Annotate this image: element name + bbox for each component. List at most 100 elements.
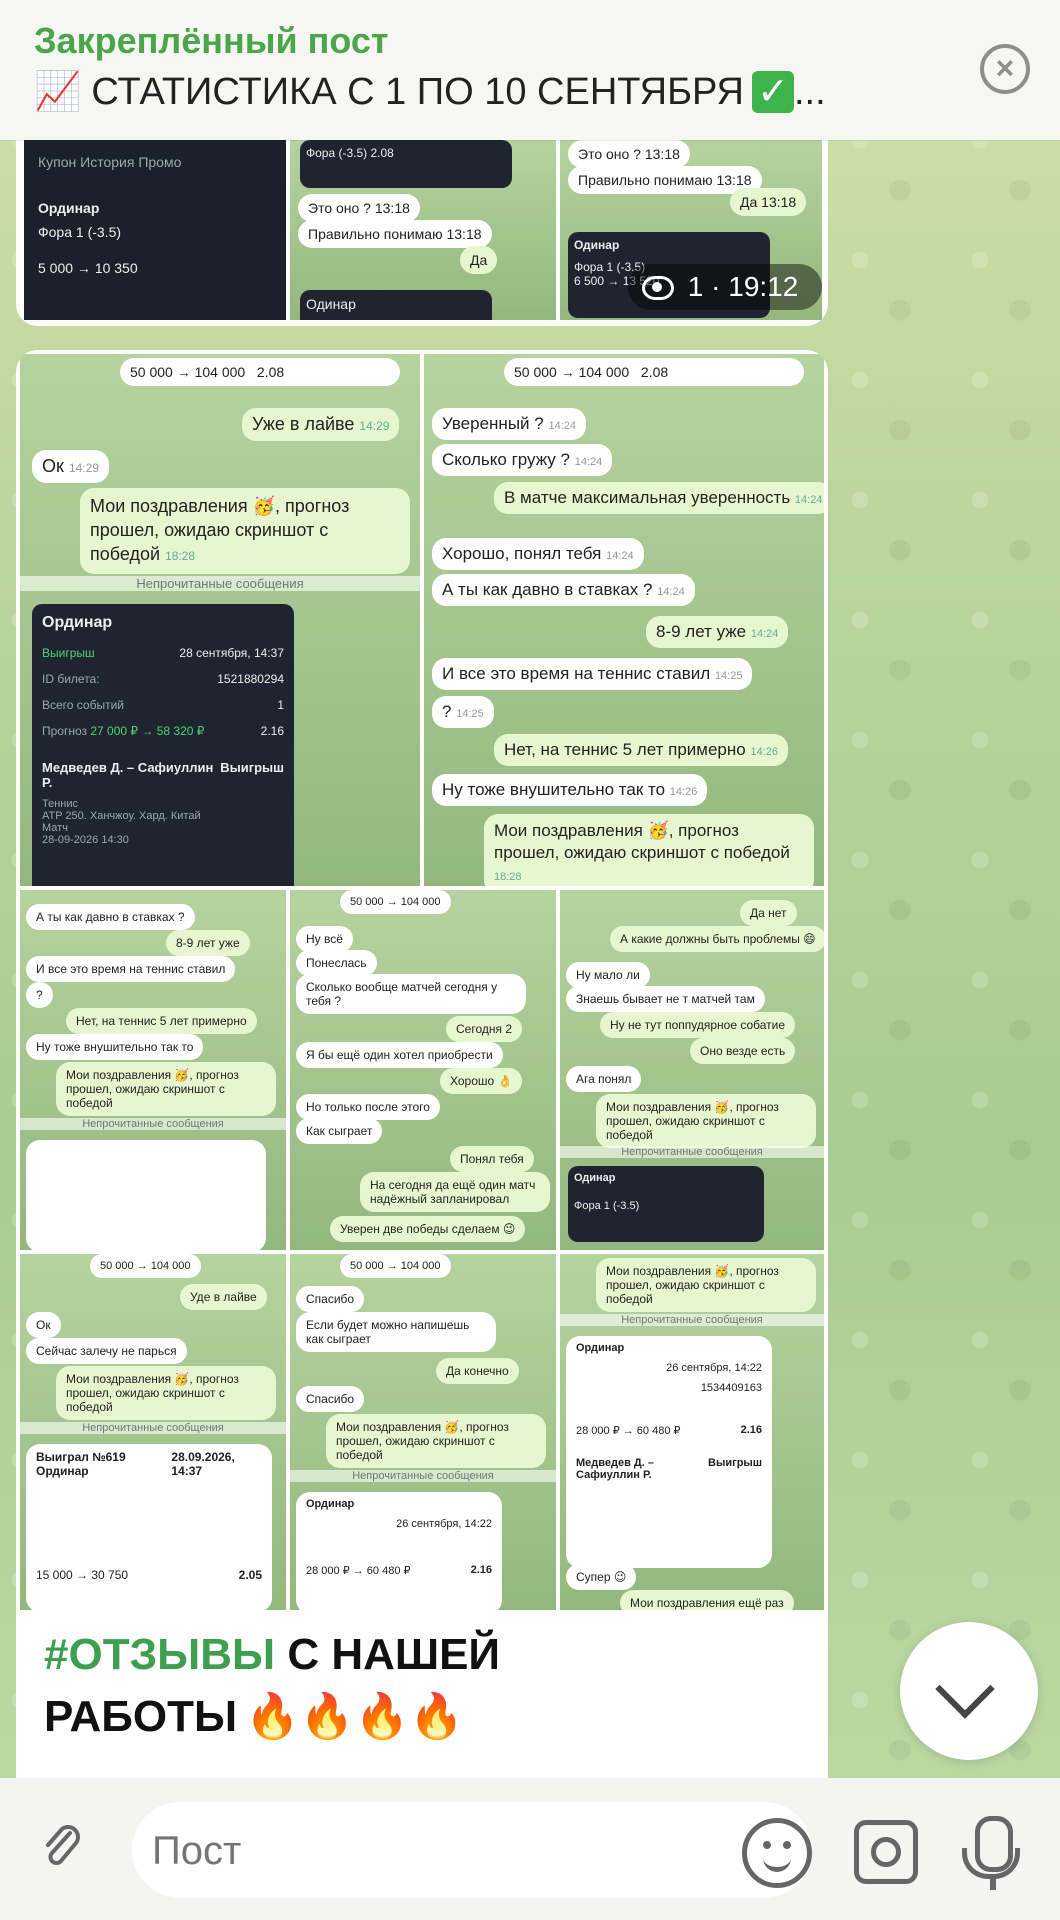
bet-date: 28 сентября, 14:37 (179, 646, 284, 660)
bet-line: Фора 1 (-3.5) (574, 260, 646, 274)
scroll-down-button[interactable] (900, 1622, 1038, 1760)
bet-card: Ординар Выигрыш 28 сентября, 14:37 ID би… (32, 604, 294, 886)
chat-bubble: Мои поздравления 🥳, прогноз прошел, ожид… (596, 1094, 816, 1148)
caption-text: РАБОТЫ (44, 1692, 238, 1741)
chat-bubble: Понеслась (296, 950, 377, 976)
chat-bubble: Спасибо (296, 1386, 365, 1412)
coupon-tabs: Купон История Промо (38, 154, 182, 170)
collage-photo[interactable]: 50 000 → 104 000 2.08 Уверенный ? 14:24 … (424, 354, 824, 886)
chat-bubble: Понял тебя (450, 1146, 534, 1172)
coefficient: 2.16 (260, 724, 284, 738)
pinned-text: 📈СТАТИСТИКА С 1 ПО 10 СЕНТЯБРЯ✓... (34, 70, 826, 114)
chat-bubble: Ну тоже внушительно так то (26, 1034, 204, 1060)
amount-card: 50 000 → 104 000 2.08 (504, 358, 804, 386)
bet-screenshot: Ординар 26 сентября, 14:22 28 000 ₽ → 60… (296, 1492, 502, 1610)
ticket-label: ID билета: (42, 672, 100, 686)
message-time: 19:12 (728, 271, 799, 302)
amount-card: 50 000 → 104 000 2.08 (120, 358, 400, 386)
unread-separator: Непрочитанные сообщения (20, 576, 420, 591)
collage-photo[interactable]: 50 000 → 104 000 Уде в лайве Ок Сейчас з… (20, 1254, 286, 1610)
chat-bubble: Мои поздравления 🥳, прогноз прошел, ожид… (596, 1258, 816, 1312)
bet-line: Фора 1 (-3.5) (38, 224, 122, 240)
chat-bubble: Да (460, 246, 498, 274)
camera-icon[interactable] (854, 1820, 918, 1884)
collage-photo[interactable]: А ты как давно в ставках ? 8-9 лет уже И… (20, 890, 286, 1250)
amount-line: 50 000 → 104 000 (340, 890, 451, 914)
chat-bubble: Ну мало ли (566, 962, 650, 988)
amount-line: 50 000 → 104 000 (340, 1254, 451, 1278)
collage-photo[interactable]: Мои поздравления 🥳, прогноз прошел, ожид… (560, 1254, 824, 1610)
chat-bubble: В матче максимальная уверенность 14:24 (494, 482, 824, 514)
unread-separator: Непрочитанные сообщения (560, 1314, 824, 1326)
eye-icon (642, 276, 674, 300)
caption-line-2: РАБОТЫ🔥🔥🔥🔥 (44, 1690, 464, 1742)
market-kind: Матч (42, 822, 68, 834)
chat-bubble: Я бы ещё один хотел приобрести (296, 1042, 503, 1068)
chat-bubble: Правильно понимаю 13:18 (298, 220, 492, 248)
hashtag-link[interactable]: #ОТЗЫВЫ (44, 1630, 276, 1679)
pinned-ellipsis: ... (794, 71, 826, 113)
chat-bubble: Супер 😉 (566, 1564, 637, 1590)
chat-bubble: Сколько вообще матчей сегодня у тебя ? (296, 974, 526, 1014)
chat-bubble: Это оно ? 13:18 (298, 194, 420, 222)
emoji-icon[interactable] (742, 1818, 812, 1888)
message-input-bar (0, 1778, 1060, 1920)
bet-amount: 6 500 → 13 520 (574, 274, 660, 288)
chat-bubble: И все это время на теннис ставил (26, 956, 236, 982)
sport: Теннис (42, 798, 79, 810)
collage-photo[interactable]: 50 000 → 104 000 2.08 Уже в лайве 14:29 … (20, 354, 420, 886)
chat-bubble: Ок 14:29 (32, 450, 109, 483)
collage-photo[interactable]: 50 000 → 104 000 Спасибо Если будет можн… (290, 1254, 556, 1610)
chat-bubble: Мои поздравления 🥳, прогноз прошел, ожид… (56, 1062, 276, 1116)
post-caption: #ОТЗЫВЫ С НАШЕЙ РАБОТЫ🔥🔥🔥🔥 (16, 1610, 828, 1780)
bet-screenshot (26, 1140, 266, 1250)
collage-photo[interactable]: Это оно ? 13:18 Правильно понимаю 13:18 … (560, 140, 822, 320)
match-datetime: 28-09-2026 14:30 (42, 834, 129, 846)
paperclip-icon[interactable] (38, 1823, 88, 1873)
bet-type: Одинар (300, 290, 492, 320)
collage-photo[interactable]: Купон История Промо Ординар Фора 1 (-3.5… (24, 140, 286, 320)
bet-amount: 5 000 → 10 350 (38, 260, 138, 276)
match-name: Медведев Д. – Сафиуллин Р. (42, 760, 214, 790)
chat-bubble: ? 14:25 (432, 696, 494, 728)
pinned-text-body: СТАТИСТИКА С 1 ПО 10 СЕНТЯБРЯ (91, 71, 744, 113)
microphone-base (990, 1874, 996, 1890)
chat-bubble: Уде в лайве (180, 1284, 267, 1310)
bet-screenshot: Ординар 26 сентября, 14:22 1534409163 28… (566, 1336, 772, 1568)
chat-bubble: Сколько гружу ? 14:24 (432, 444, 613, 476)
chat-bubble: Да 13:18 (730, 188, 807, 216)
unread-separator: Непрочитанные сообщения (20, 1422, 286, 1434)
chevron-down-icon (935, 1659, 995, 1719)
collage-photo[interactable]: Да нет А какие должны быть проблемы 😄 Ну… (560, 890, 824, 1250)
match-result: Выигрыш (220, 760, 284, 775)
views-badge: 1 · 19:12 (628, 264, 822, 310)
views-count: 1 (687, 271, 704, 302)
chat-bubble: А ты как давно в ставках ? 14:24 (432, 574, 695, 606)
pinned-message-bar[interactable]: Закреплённый пост 📈СТАТИСТИКА С 1 ПО 10 … (0, 0, 1060, 140)
post-input[interactable] (150, 1802, 674, 1900)
chat-bubble: Ага понял (566, 1066, 642, 1092)
album-message-main[interactable]: 50 000 → 104 000 2.08 Уже в лайве 14:29 … (16, 350, 828, 1780)
ticket-id: 1521880294 (217, 672, 284, 686)
collage-photo[interactable]: 50 000 → 104 000 Ну всё Понеслась Скольк… (290, 890, 556, 1250)
chat-bubble: Хорошо 👌 (440, 1068, 523, 1094)
odds: 2.08 (256, 364, 285, 380)
bet-line: Фора (-3.5) 2.08 (300, 140, 512, 188)
chat-bubble: Хорошо, понял тебя 14:24 (432, 538, 644, 570)
close-pinned-icon[interactable]: × (980, 44, 1030, 94)
chat-bubble: Да нет (740, 900, 797, 926)
chat-bubble: Ну тоже внушительно так то 14:26 (432, 774, 708, 806)
unread-separator: Непрочитанные сообщения (560, 1146, 824, 1158)
chat-bubble: Это оно ? 13:18 (568, 140, 690, 168)
album-message-top[interactable]: Купон История Промо Ординар Фора 1 (-3.5… (16, 140, 828, 326)
events-count: 1 (277, 698, 284, 712)
chat-bubble: Оно везде есть (690, 1038, 796, 1064)
bet-card: Одинар Фора 1 (-3.5) (568, 1166, 764, 1242)
chat-bubble: Правильно понимаю 13:18 (568, 166, 762, 194)
chat-bubble: Уже в лайве 14:29 (242, 408, 400, 441)
chat-bubble: А ты как давно в ставках ? (26, 904, 195, 930)
amount-line: 50 000 → 104 000 (90, 1254, 201, 1278)
collage-photo[interactable]: Фора (-3.5) 2.08 Это оно ? 13:18 Правиль… (290, 140, 556, 320)
post-input-container[interactable] (132, 1802, 812, 1900)
